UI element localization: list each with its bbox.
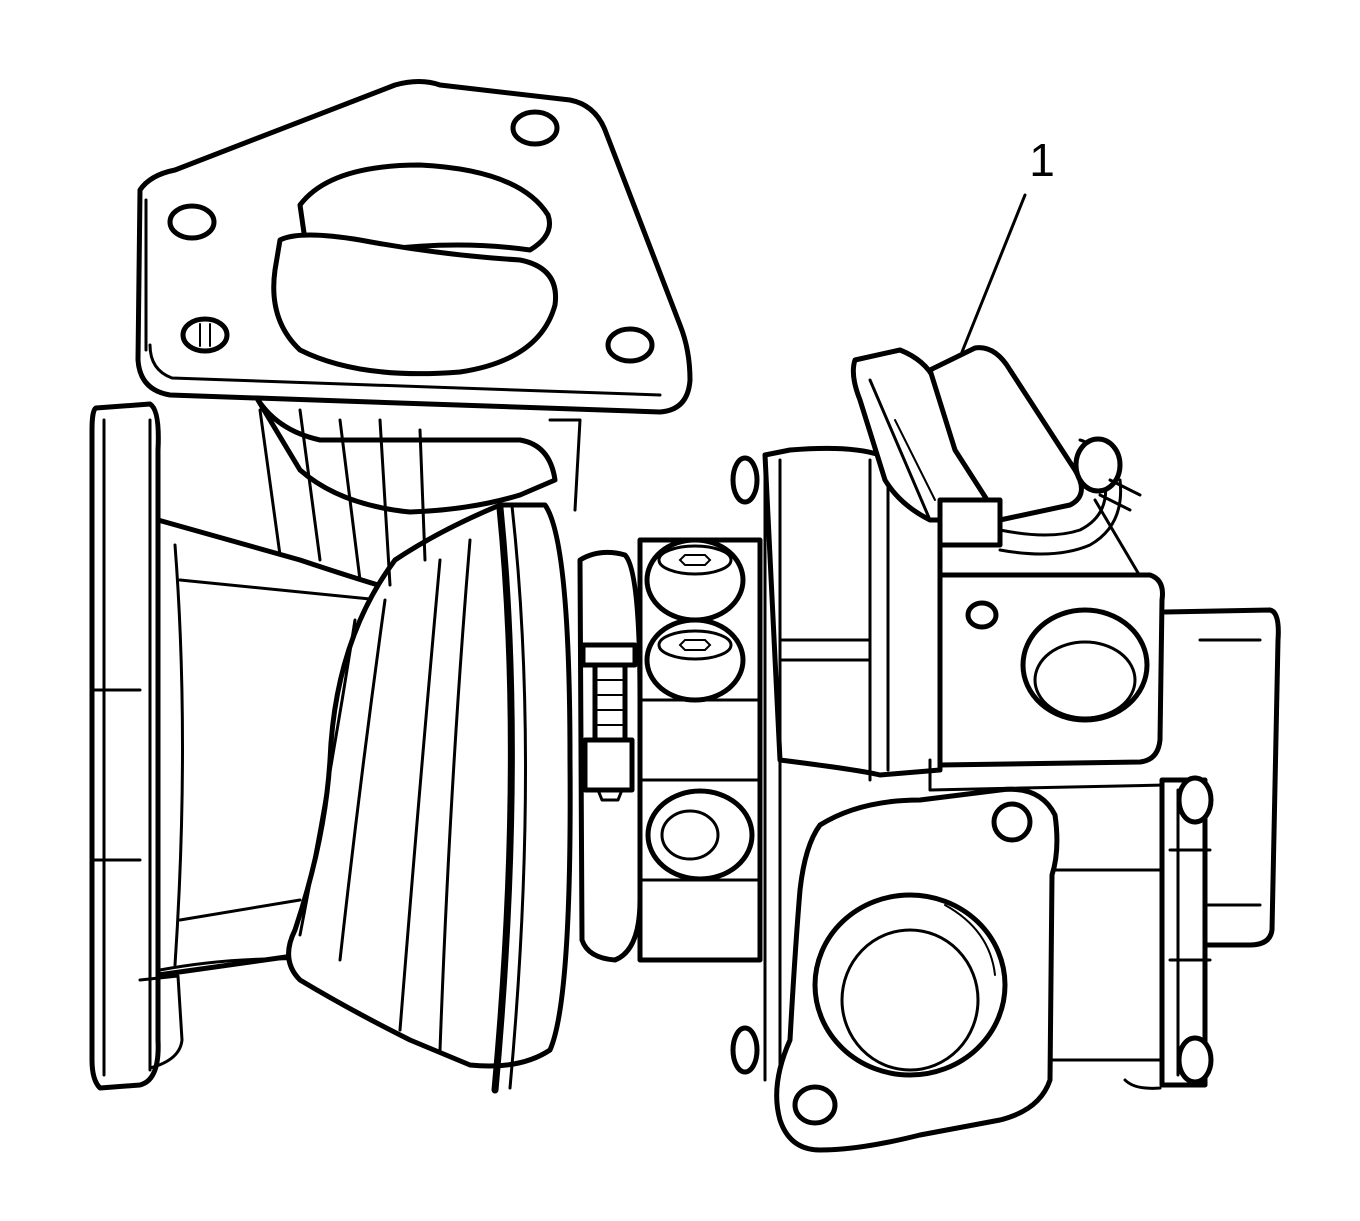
mounting-bracket — [1123, 775, 1214, 1090]
actuator-rod — [580, 642, 638, 802]
actuator-hose — [998, 436, 1162, 612]
inlet-neck — [258, 408, 582, 587]
wastegate-actuator — [850, 345, 1084, 548]
outlet-flange — [89, 401, 184, 1091]
callout-leader-line — [960, 193, 1027, 354]
inlet-flange — [135, 79, 693, 515]
turbine-outlet-flange — [774, 786, 1167, 1153]
turbine-inlet-flange — [928, 572, 1281, 948]
callout-label: 1 — [1029, 134, 1055, 186]
compressor-housing — [286, 502, 573, 1094]
callout-1: 1 — [960, 134, 1055, 354]
